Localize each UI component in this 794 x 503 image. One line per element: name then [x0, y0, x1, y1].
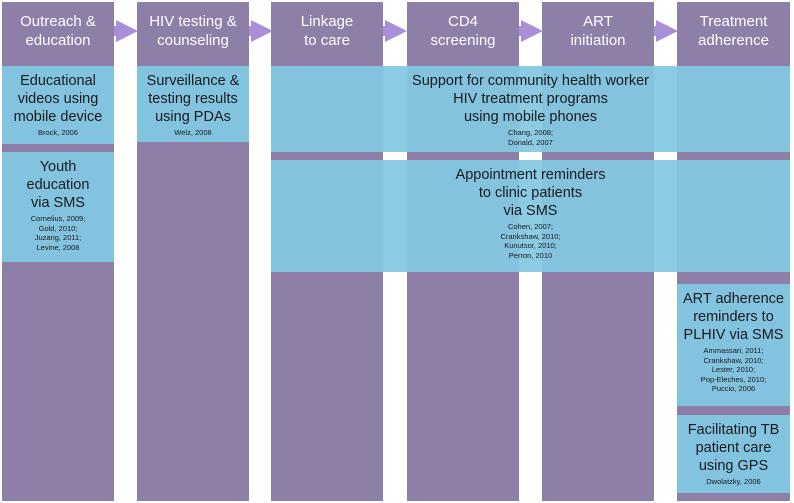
intervention-title: Support for community health worker HIV … — [412, 73, 649, 125]
intervention-citations: Dwolatzky, 2006 — [706, 477, 761, 486]
arrow-right-icon — [521, 20, 543, 42]
stage-label-cd4: CD4 screening — [430, 13, 496, 49]
arrow-right-icon — [385, 20, 407, 42]
intervention-appointment-reminders: Appointment reminders to clinic patients… — [271, 160, 790, 272]
stage-label-outreach: Outreach & education — [20, 13, 96, 49]
intervention-citations: Brock, 2006 — [37, 128, 79, 137]
arrow-right-icon — [656, 20, 678, 42]
arrow-right-icon — [251, 20, 273, 42]
intervention-title: Educational videos using mobile device — [13, 73, 103, 125]
intervention-youth-education: Youth education via SMS Cornelius, 2009;… — [2, 152, 114, 262]
intervention-title: Surveillance & testing results using PDA… — [146, 73, 240, 125]
arrow-right-icon — [116, 20, 138, 42]
stage-label-art-initiation: ART initiation — [570, 13, 626, 49]
intervention-educational-videos: Educational videos using mobile device B… — [2, 66, 114, 144]
intervention-art-adherence: ART adherence reminders to PLHIV via SMS… — [677, 284, 790, 406]
intervention-title: Appointment reminders to clinic patients… — [455, 167, 606, 219]
intervention-tb-care: Facilitating TB patient care using GPS D… — [677, 415, 790, 493]
intervention-citations: Welz, 2008 — [174, 128, 212, 137]
intervention-citations: Cornelius, 2009; Gold, 2010; Juzang, 201… — [30, 214, 86, 252]
intervention-title: Youth education via SMS — [26, 159, 90, 211]
intervention-chw-support: Support for community health worker HIV … — [271, 66, 790, 152]
stage-label-linkage: Linkage to care — [300, 13, 354, 49]
intervention-surveillance: Surveillance & testing results using PDA… — [137, 66, 249, 142]
stage-label-hiv-testing: HIV testing & counseling — [149, 13, 237, 49]
intervention-title: ART adherence reminders to PLHIV via SMS — [682, 291, 785, 343]
intervention-citations: Chang, 2008; Donald, 2007 — [507, 128, 554, 147]
intervention-citations: Cohen, 2007; Crankshaw, 2010; Kunutsor, … — [500, 222, 561, 260]
stage-label-treatment-adherence: Treatment adherence — [698, 13, 769, 49]
intervention-title: Facilitating TB patient care using GPS — [687, 422, 780, 474]
intervention-citations: Ammassari, 2011; Crankshaw, 2010; Lester… — [700, 346, 767, 393]
